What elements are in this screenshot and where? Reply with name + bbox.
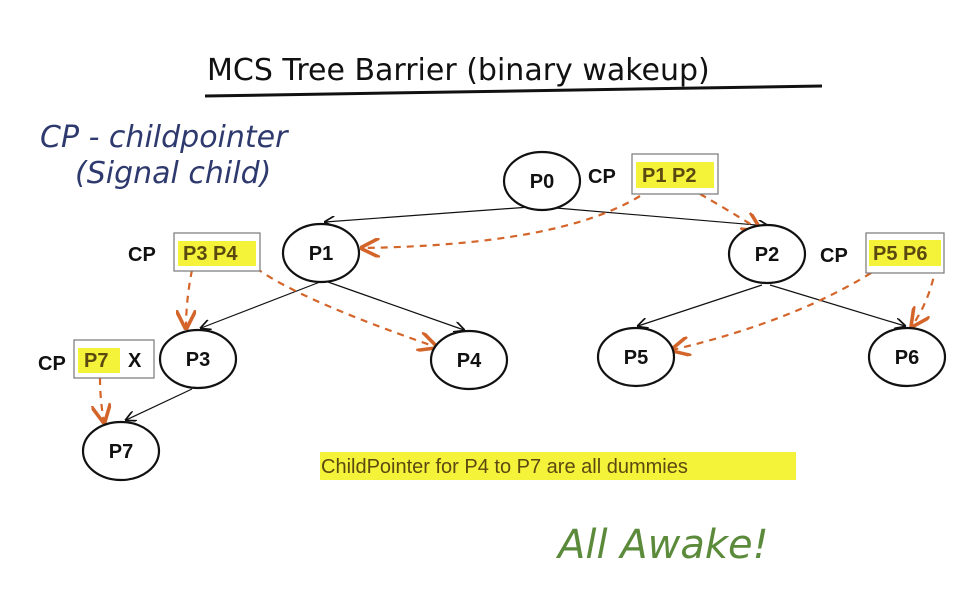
null-pointer-mark-p3: X: [128, 350, 142, 372]
node-label-p0: P0: [530, 171, 554, 193]
signal-arrow-p2-to-p6: [912, 265, 938, 326]
cp-label-p1: CP: [128, 244, 156, 266]
signal-arrow-p1-to-p3: [186, 269, 192, 328]
node-p7: P7: [81, 420, 161, 482]
cp-box-value-p3: P7: [84, 350, 108, 372]
dummy-note: ChildPointer for P4 to P7 are all dummie…: [320, 452, 796, 480]
cp-box-p3: CP P7 X: [38, 339, 155, 379]
node-label-p5: P5: [624, 347, 648, 369]
legend-line-2: (Signal child): [75, 156, 271, 191]
cp-box-highlight-p2: [869, 240, 941, 266]
edge-p2-p6: [769, 284, 905, 326]
cp-box-p2: CP P5 P6: [820, 232, 945, 274]
signal-arrow-p0-to-p2: [699, 193, 760, 230]
legend-line-1: CP - childpointer: [40, 120, 289, 155]
node-label-p7: P7: [109, 441, 133, 463]
edge-p0-p2: [555, 207, 768, 226]
cp-label-p2: CP: [820, 245, 848, 267]
node-p1: P1: [281, 222, 361, 284]
node-label-p2: P2: [755, 244, 779, 266]
cp-box-highlight-p0: [636, 162, 714, 188]
node-p6: P6: [867, 326, 947, 388]
signal-arrows: [100, 193, 938, 422]
dummy-note-text: ChildPointer for P4 to P7 are all dummie…: [321, 456, 688, 478]
title-underline: [204, 84, 823, 98]
node-label-p3: P3: [186, 349, 210, 371]
page-title: MCS Tree Barrier (binary wakeup): [207, 53, 710, 88]
cp-box-value-p2: P5 P6: [873, 243, 927, 265]
signal-arrow-p0-to-p1: [362, 195, 641, 248]
cp-label-p3: CP: [38, 353, 66, 375]
cp-box-highlight-p3: [78, 348, 120, 373]
cp-box-p1: CP P3 P4: [128, 232, 261, 272]
node-p3: P3: [158, 328, 238, 390]
edge-p1-p4: [327, 281, 464, 330]
edge-p3-p7: [126, 388, 193, 420]
cp-label-p0: CP: [588, 166, 616, 188]
cp-box-p0: CP P1 P2: [588, 153, 719, 195]
cp-box-value-p0: P1 P2: [642, 165, 696, 187]
node-label-p1: P1: [309, 243, 333, 265]
node-label-p6: P6: [895, 347, 919, 369]
signal-arrow-p2-to-p5: [672, 265, 883, 350]
edge-p2-p5: [638, 284, 763, 326]
node-p5: P5: [596, 326, 676, 388]
node-p0: P0: [502, 150, 582, 212]
signal-arrow-p3-to-p7: [100, 377, 104, 422]
node-label-p4: P4: [457, 350, 482, 372]
node-p4: P4: [429, 329, 509, 391]
node-p2: P2: [727, 223, 807, 285]
cp-box-highlight-p1: [178, 241, 256, 266]
tree-edges: [126, 206, 905, 420]
signal-arrow-p1-to-p4: [255, 267, 436, 347]
edge-p0-p1: [325, 206, 531, 222]
status-all-awake: All Awake!: [555, 522, 769, 568]
edge-p1-p3: [201, 281, 321, 328]
cp-box-value-p1: P3 P4: [183, 243, 238, 265]
dummy-note-highlight: [320, 452, 796, 480]
